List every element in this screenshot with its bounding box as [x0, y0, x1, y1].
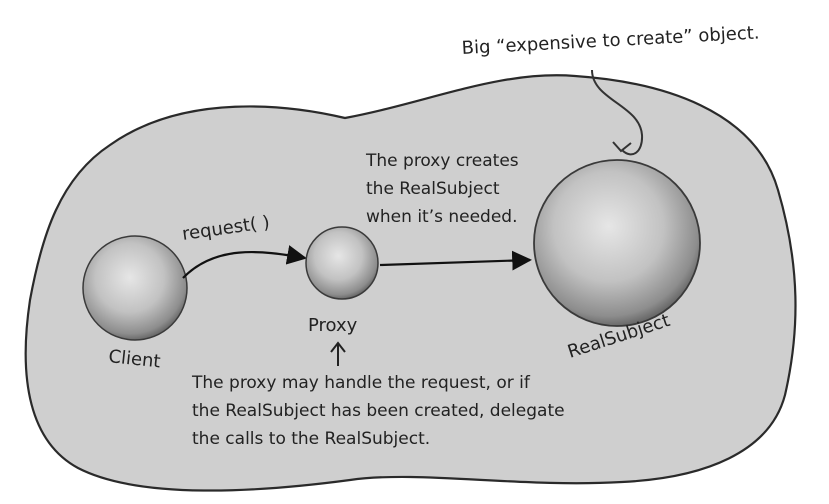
annotation-arrow-realsubject — [591, 69, 644, 156]
proxy-handles-line-3: the calls to the RealSubject. — [192, 429, 430, 449]
proxy-node — [305, 226, 379, 300]
big-object-annotation: Big “expensive to create” object. — [461, 22, 760, 59]
request-arrow — [182, 245, 307, 279]
proxy-note-arrow — [330, 341, 346, 366]
proxy-label: Proxy — [308, 315, 358, 336]
annotation-arrowhead-realsubject — [612, 141, 632, 153]
proxy-creates-line-2: the RealSubject — [366, 179, 500, 199]
proxy-creates-line-3: when it’s needed. — [366, 207, 518, 227]
proxy-handles-line-2: the RealSubject has been created, delega… — [192, 401, 565, 421]
proxy-to-realsubject-arrow — [379, 250, 532, 271]
realsubject-node — [533, 159, 701, 327]
client-node — [82, 235, 188, 341]
proxy-handles-line-1: The proxy may handle the request, or if — [191, 373, 531, 393]
proxy-creates-line-1: The proxy creates — [365, 151, 519, 171]
